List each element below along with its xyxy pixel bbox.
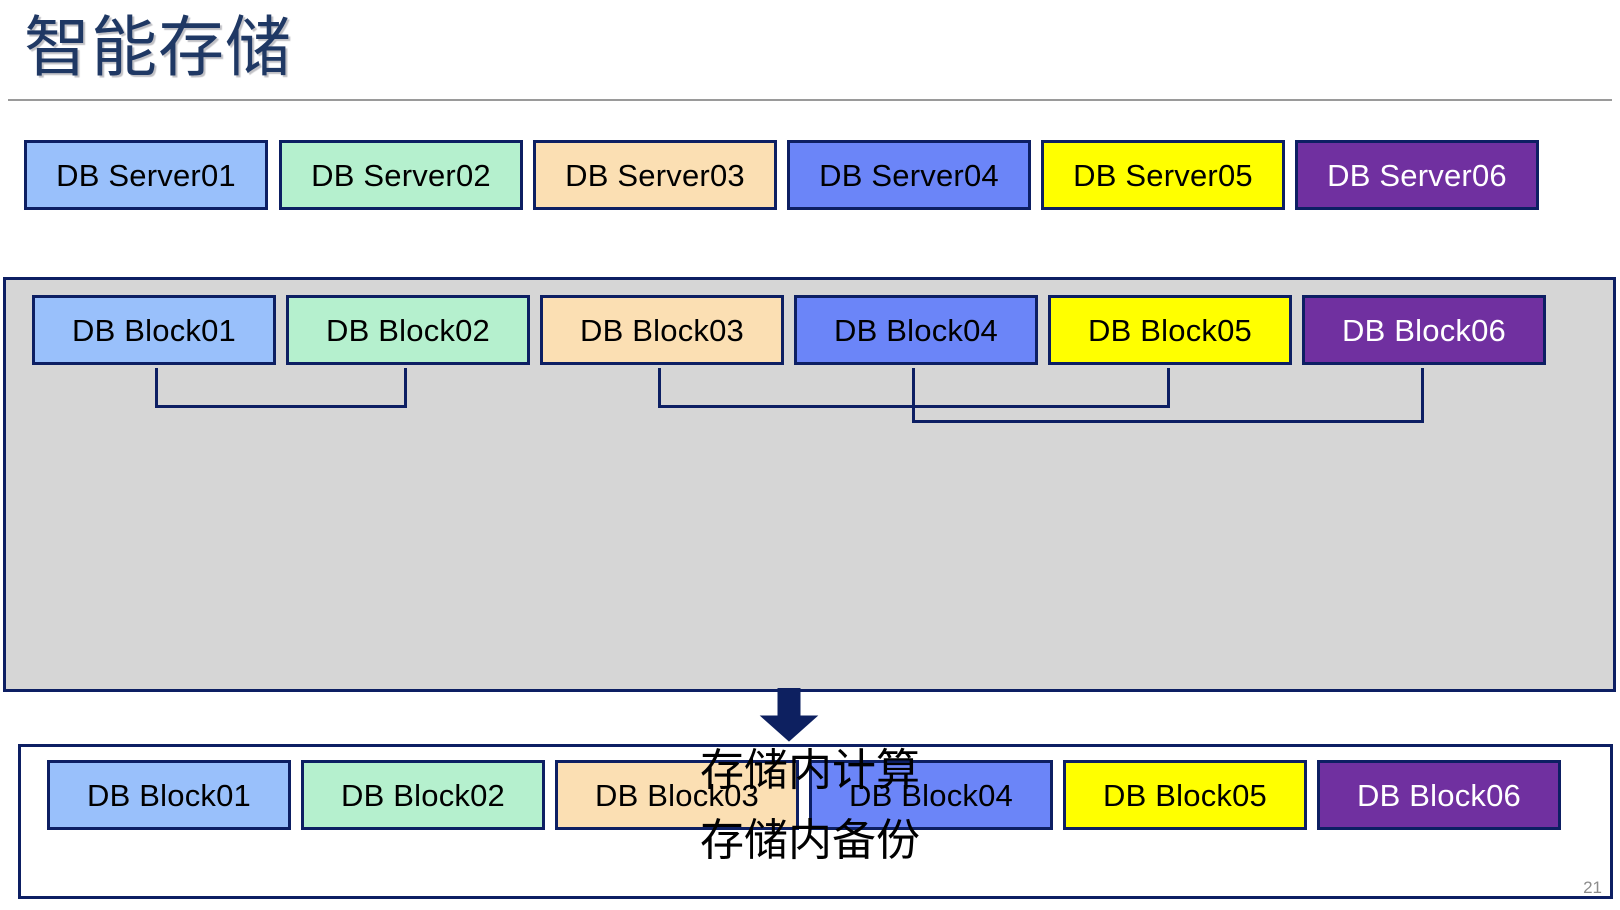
summary-caption: 存储内计算存储内备份 [0,736,1620,876]
db-block-primary-6: DB Block06 [1302,295,1546,365]
db-block-backup-6: DB Block06 [1317,760,1561,830]
page-number: 21 [1583,878,1602,897]
connector-block03-block05-left-stem [658,368,661,405]
db-block-backup-1-label: DB Block01 [87,777,251,813]
db-block-backup-5: DB Block05 [1063,760,1307,830]
db-server-box-6: DB Server06 [1295,140,1539,210]
db-block-primary-3-label: DB Block03 [580,312,744,348]
db-block-backup-4-label: DB Block04 [849,777,1013,813]
connector-block01-block02-left-stem [155,368,158,405]
db-block-backup-5-label: DB Block05 [1103,777,1267,813]
db-block-primary-3: DB Block03 [540,295,784,365]
db-server-box-4: DB Server04 [787,140,1031,210]
db-server-box-3-label: DB Server03 [565,157,745,193]
backup-container: DB Block01 DB Block02 DB Block03 DB Block04… [18,744,1613,899]
db-block-backup-2-label: DB Block02 [341,777,505,813]
db-server-box-1: DB Server01 [24,140,268,210]
connector-block01-block02-crossbar [155,405,407,408]
db-block-backup-1: DB Block01 [47,760,291,830]
db-block-backup-4: DB Block04 [809,760,1053,830]
db-block-backup-6-label: DB Block06 [1357,777,1521,813]
db-server-box-6-label: DB Server06 [1327,157,1507,193]
db-block-primary-4: DB Block04 [794,295,1038,365]
db-block-primary-2: DB Block02 [286,295,530,365]
connector-block04-block06-right-stem [1421,368,1424,420]
db-server-box-3: DB Server03 [533,140,777,210]
db-block-backup-2: DB Block02 [301,760,545,830]
connector-block01-block02-right-stem [404,368,407,405]
connector-block03-block05-right-stem [1167,368,1170,405]
caption-line-1: 存储内计算 [700,746,920,795]
db-server-box-4-label: DB Server04 [819,157,999,193]
db-block-primary-1-label: DB Block01 [72,312,236,348]
db-block-primary-6-label: DB Block06 [1342,312,1506,348]
db-block-primary-5: DB Block05 [1048,295,1292,365]
db-server-box-2: DB Server02 [279,140,523,210]
connector-block04-block06-crossbar [912,420,1424,423]
storage-panel: DB Block01 DB Block02 DB Block03 DB Block04… [3,277,1616,899]
db-block-primary-4-label: DB Block04 [834,312,998,348]
db-server-box-5: DB Server05 [1041,140,1285,210]
db-block-primary-2-label: DB Block02 [326,312,490,348]
db-block-primary-1: DB Block01 [32,295,276,365]
db-block-primary-5-label: DB Block05 [1088,312,1252,348]
connector-block04-block06-left-stem [912,368,915,420]
db-block-backup-3-label: DB Block03 [595,777,759,813]
db-server-box-5-label: DB Server05 [1073,157,1253,193]
title-divider [8,99,1612,101]
caption-line-2: 存储内备份 [700,816,920,865]
page-title: 智能存储 [24,10,292,84]
db-server-box-1-label: DB Server01 [56,157,236,193]
db-server-box-2-label: DB Server02 [311,157,491,193]
db-block-backup-3: DB Block03 [555,760,799,830]
down-arrow-icon [759,687,819,742]
